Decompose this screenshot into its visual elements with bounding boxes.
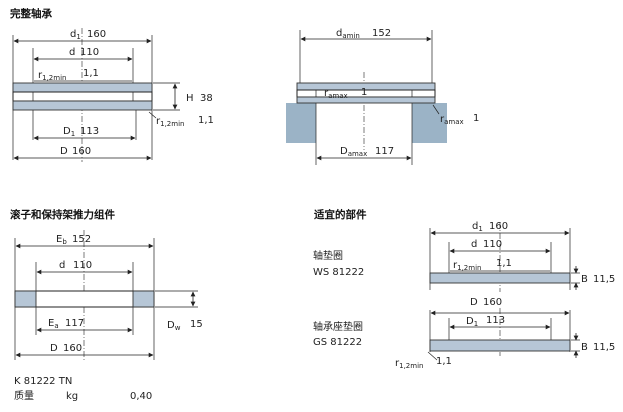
ramax-left-value: 1	[361, 87, 367, 98]
housing-washer-section	[12, 100, 153, 111]
sw-B-value: 11,5	[593, 274, 615, 285]
hw-B-value: 11,5	[593, 342, 615, 353]
hw-D1-value: 113	[486, 315, 505, 326]
sw-d1-value: 160	[489, 221, 508, 232]
Ea-label: Ea	[48, 318, 59, 330]
Eb-value: 152	[72, 234, 91, 245]
mass-label: 质量	[14, 390, 34, 402]
mass-value: 0,40	[130, 391, 152, 402]
housing-left-hatch	[286, 103, 316, 143]
sw-B-label: B	[581, 274, 588, 285]
Dw-label: Dw	[167, 320, 181, 332]
sw-r12min-label: r1,2min	[453, 260, 481, 272]
H-label: H	[186, 93, 194, 104]
cage-D-label: D	[50, 343, 58, 354]
cage-D-value: 160	[63, 343, 82, 354]
D-value: 160	[72, 146, 91, 157]
mass-unit: kg	[66, 391, 78, 402]
shaft-washer-body	[429, 272, 571, 284]
D-label: D	[60, 146, 68, 157]
heading-complete-bearing: 完整轴承	[10, 7, 52, 20]
Eb-label: Eb	[56, 234, 67, 246]
sw-d-value: 110	[483, 239, 502, 250]
roller-cage-section	[12, 91, 153, 102]
heading-roller-cage-assembly: 滚子和保持架推力组件	[10, 208, 115, 221]
D1-value: 113	[80, 126, 99, 137]
sw-d-label: d	[471, 239, 477, 250]
shaft-washer-drawing: d1 160 d 110 r1,2min 1,1 B 11,5 D 160	[429, 221, 615, 308]
cage-d-label: d	[59, 260, 65, 271]
hw-r12min-value: 1,1	[436, 356, 452, 367]
ramax-right-label: ramax	[440, 114, 464, 126]
d-value: 110	[80, 47, 99, 58]
shaft-washer-code: WS 81222	[313, 267, 364, 278]
d1-label: d1	[70, 29, 81, 41]
housing-washer-code: GS 81222	[313, 337, 362, 348]
Damax-value: 117	[375, 146, 394, 157]
cage-d-value: 110	[73, 260, 92, 271]
Damax-label: Damax	[340, 146, 367, 158]
d-label: d	[69, 47, 75, 58]
ramax-right-value: 1	[473, 113, 479, 124]
Dw-value: 15	[190, 319, 203, 330]
housing-washer-label: 轴承座垫圈	[313, 320, 363, 333]
complete-bearing-drawing: d1 160 d 110 r1,2min 1,1 H 38 r1,2min 1,…	[12, 28, 214, 162]
sw-r12min-value: 1,1	[496, 258, 512, 269]
r12min-value: 1,1	[83, 68, 99, 79]
housing-washer-drawing: D1 113 B 11,5 r1,2min 1,1	[395, 308, 615, 370]
damin-value: 152	[372, 28, 391, 39]
shaft-washer-label: 轴垫圈	[313, 249, 343, 262]
sw-D-value: 160	[483, 297, 502, 308]
shaft-right-hatch	[412, 103, 447, 143]
shaft-washer-section	[12, 82, 153, 93]
sw-d1-label: d1	[472, 221, 483, 233]
sw-D-label: D	[470, 297, 478, 308]
H-value: 38	[200, 93, 213, 104]
Ea-value: 117	[65, 318, 84, 329]
r12min-label: r1,2min	[38, 70, 66, 82]
r12min-b-label: r1,2min	[156, 116, 184, 128]
damin-label: damin	[336, 28, 360, 40]
d1-value: 160	[87, 29, 106, 40]
D1-label: D1	[63, 126, 75, 138]
hw-B-label: B	[581, 342, 588, 353]
hw-r12min-label: r1,2min	[395, 358, 423, 370]
heading-suitable-parts: 适宜的部件	[314, 208, 367, 221]
r12min-b-value: 1,1	[198, 115, 214, 126]
roller-cage-drawing: Eb 152 d 110 Dw 15 Ea 117 D 160	[14, 230, 203, 362]
bearing-designation: K 81222 TN	[14, 376, 72, 387]
abutment-drawing: damin 152 ramax 1 ramax 1 Damax 117	[286, 28, 479, 165]
housing-washer-body	[429, 339, 571, 352]
hw-D1-label: D1	[466, 316, 478, 328]
